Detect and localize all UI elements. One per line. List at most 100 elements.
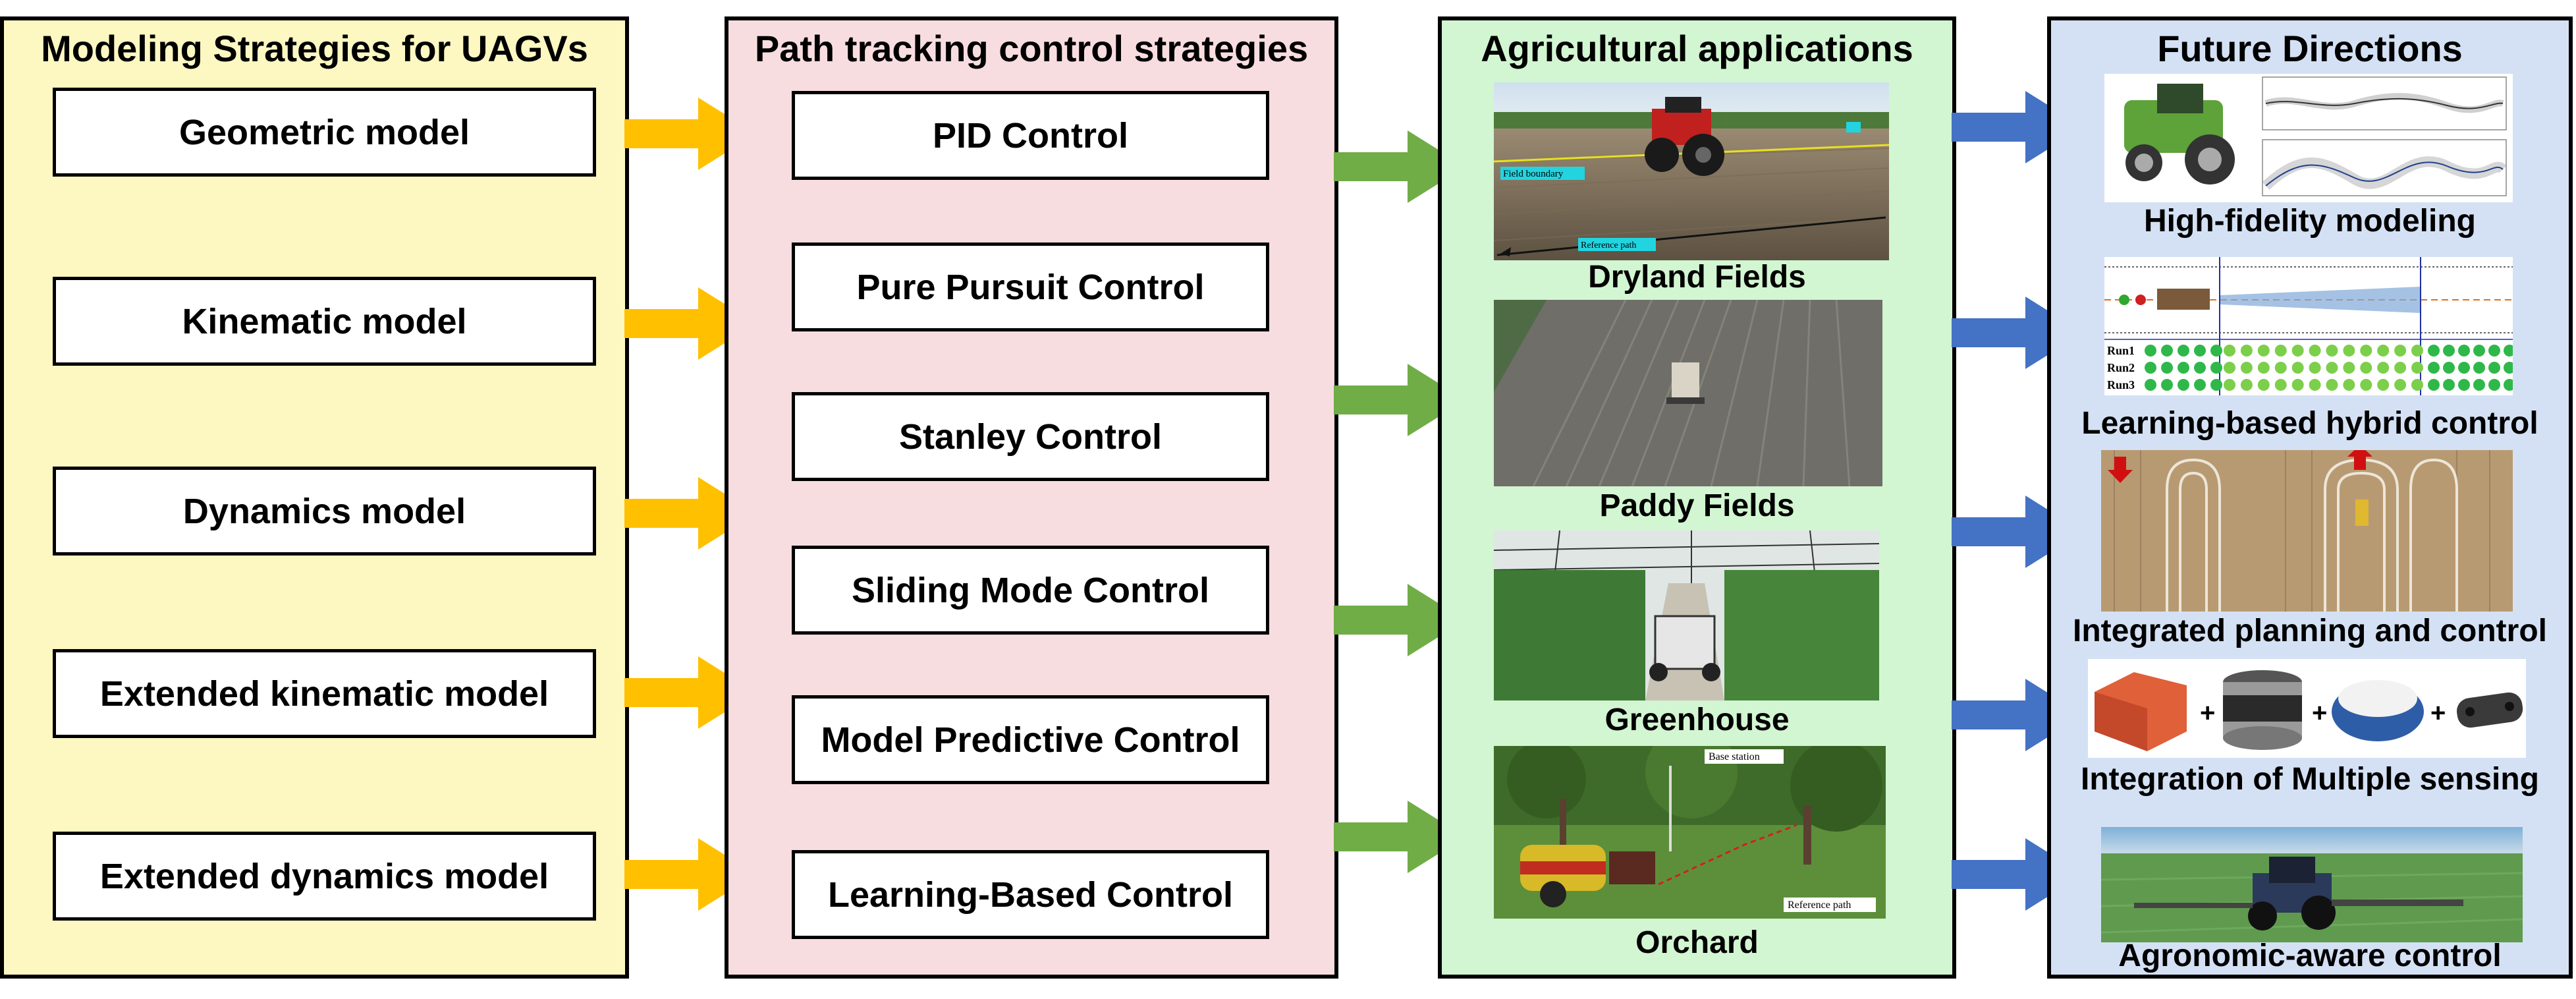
run-status-dot [2473, 362, 2485, 374]
run-status-dot [2257, 362, 2270, 374]
yellow-arrow-1 [624, 98, 756, 170]
run3-label: Run3 [2107, 378, 2135, 391]
run-status-dot [2257, 379, 2270, 391]
tracking-panel-title: Path tracking control strategies [754, 28, 1309, 69]
run-status-dot [2458, 379, 2470, 391]
run-status-dot [2326, 362, 2338, 374]
yellow-arrow-4 [624, 656, 756, 729]
green-arrow-2 [1334, 364, 1466, 436]
run-status-dot [2291, 379, 2304, 391]
run-status-dot [2291, 362, 2304, 374]
run-status-dot [2309, 379, 2321, 391]
run-status-dot [2224, 362, 2235, 374]
yellow-arrow-3 [624, 477, 756, 550]
run-status-dot [2443, 362, 2455, 374]
run-status-dot [2360, 379, 2372, 391]
run-status-dot [2145, 362, 2156, 374]
run-status-dot [2411, 379, 2423, 391]
run-status-dot [2210, 345, 2222, 357]
integrated-planning-caption: Integrated planning and control [2073, 614, 2547, 648]
geometric-model-box: Geometric model [53, 88, 596, 177]
run-status-dot [2291, 345, 2304, 357]
run-status-dot [2210, 379, 2222, 391]
high-fidelity-modeling-caption: High-fidelity modeling [2144, 204, 2476, 239]
greenhouse-caption: Greenhouse [1604, 702, 1790, 737]
yellow-arrow-2 [624, 287, 756, 360]
extended-dynamics-model-box: Extended dynamics model [53, 832, 596, 921]
run-status-dot [2377, 379, 2390, 391]
run-status-dot [2178, 345, 2189, 357]
run-status-dot [2240, 379, 2253, 391]
run-status-dot [2274, 379, 2287, 391]
run-status-dot [2194, 345, 2206, 357]
run-status-dot [2343, 362, 2355, 374]
orchard-photo: Base station Reference path [1494, 746, 1886, 919]
run-status-dot [2274, 345, 2287, 357]
run-status-dot [2161, 345, 2173, 357]
run-status-dot [2473, 379, 2485, 391]
future-panel-title: Future Directions [2157, 28, 2463, 69]
run2-label: Run2 [2107, 361, 2135, 374]
yellow-arrow-5 [624, 838, 756, 911]
run-status-dot [2504, 379, 2513, 391]
run-status-dot [2458, 345, 2470, 357]
run-status-dot [2458, 362, 2470, 374]
green-arrow-4 [1334, 801, 1466, 873]
run-status-dot [2309, 345, 2321, 357]
run-status-dot [2343, 379, 2355, 391]
run-status-dot [2161, 362, 2173, 374]
learning-hybrid-control-image: Run1 Run2 Run3 [2104, 257, 2513, 395]
run-status-dot [2443, 379, 2455, 391]
paddy-field-photo [1494, 300, 1882, 486]
run-status-dot [2411, 345, 2423, 357]
agronomic-aware-image [2101, 827, 2523, 942]
dryland-reference-path-label: Reference path [1581, 241, 1636, 250]
run-status-dot [2326, 379, 2338, 391]
run-status-dot [2428, 345, 2440, 357]
run-status-dot [2224, 345, 2235, 357]
run-status-dot [2224, 379, 2235, 391]
run-status-dot [2504, 345, 2513, 357]
run-status-dot [2428, 362, 2440, 374]
run-status-dot [2240, 362, 2253, 374]
run-status-dot [2309, 362, 2321, 374]
run-status-dot [2343, 345, 2355, 357]
field-boundary-label: Field boundary [1503, 169, 1564, 179]
model-predictive-control-box: Model Predictive Control [792, 695, 1269, 784]
green-arrow-1 [1334, 130, 1466, 203]
plus-sign-2: + [2312, 699, 2327, 728]
green-arrow-3 [1334, 584, 1466, 656]
run-status-dot [2488, 345, 2500, 357]
run-status-dot [2360, 345, 2372, 357]
run-status-dot [2394, 362, 2407, 374]
run-status-dot [2377, 362, 2390, 374]
agronomic-aware-caption: Agronomic-aware control [2118, 938, 2502, 973]
run-status-dot [2394, 345, 2407, 357]
sliding-mode-control-box: Sliding Mode Control [792, 546, 1269, 635]
run-status-dot [2326, 345, 2338, 357]
run-status-dot [2145, 345, 2156, 357]
run-status-dot [2210, 362, 2222, 374]
extended-kinematic-model-box: Extended kinematic model [53, 649, 596, 738]
multiple-sensing-image: + + + [2088, 659, 2526, 758]
run-status-dot [2240, 345, 2253, 357]
plus-sign-3: + [2430, 699, 2446, 728]
dynamics-model-box: Dynamics model [53, 467, 596, 556]
dryland-field-photo: Field boundary Reference path [1494, 82, 1889, 260]
run-status-dot [2428, 379, 2440, 391]
pure-pursuit-control-box: Pure Pursuit Control [792, 243, 1269, 331]
run-status-dot [2194, 379, 2206, 391]
run-status-dot [2257, 345, 2270, 357]
learning-hybrid-control-caption: Learning-based hybrid control [2081, 406, 2538, 441]
run-status-dot [2178, 379, 2189, 391]
run-status-dot [2178, 362, 2189, 374]
run-status-dot [2360, 362, 2372, 374]
run-status-dot [2488, 379, 2500, 391]
run1-label: Run1 [2107, 344, 2135, 357]
dryland-fields-caption: Dryland Fields [1588, 260, 1806, 295]
orchard-reference-path-label: Reference path [1788, 899, 1851, 911]
pid-control-box: PID Control [792, 91, 1269, 180]
run-status-dot [2145, 379, 2156, 391]
high-fidelity-modeling-image [2104, 74, 2513, 202]
run-status-dot [2394, 379, 2407, 391]
